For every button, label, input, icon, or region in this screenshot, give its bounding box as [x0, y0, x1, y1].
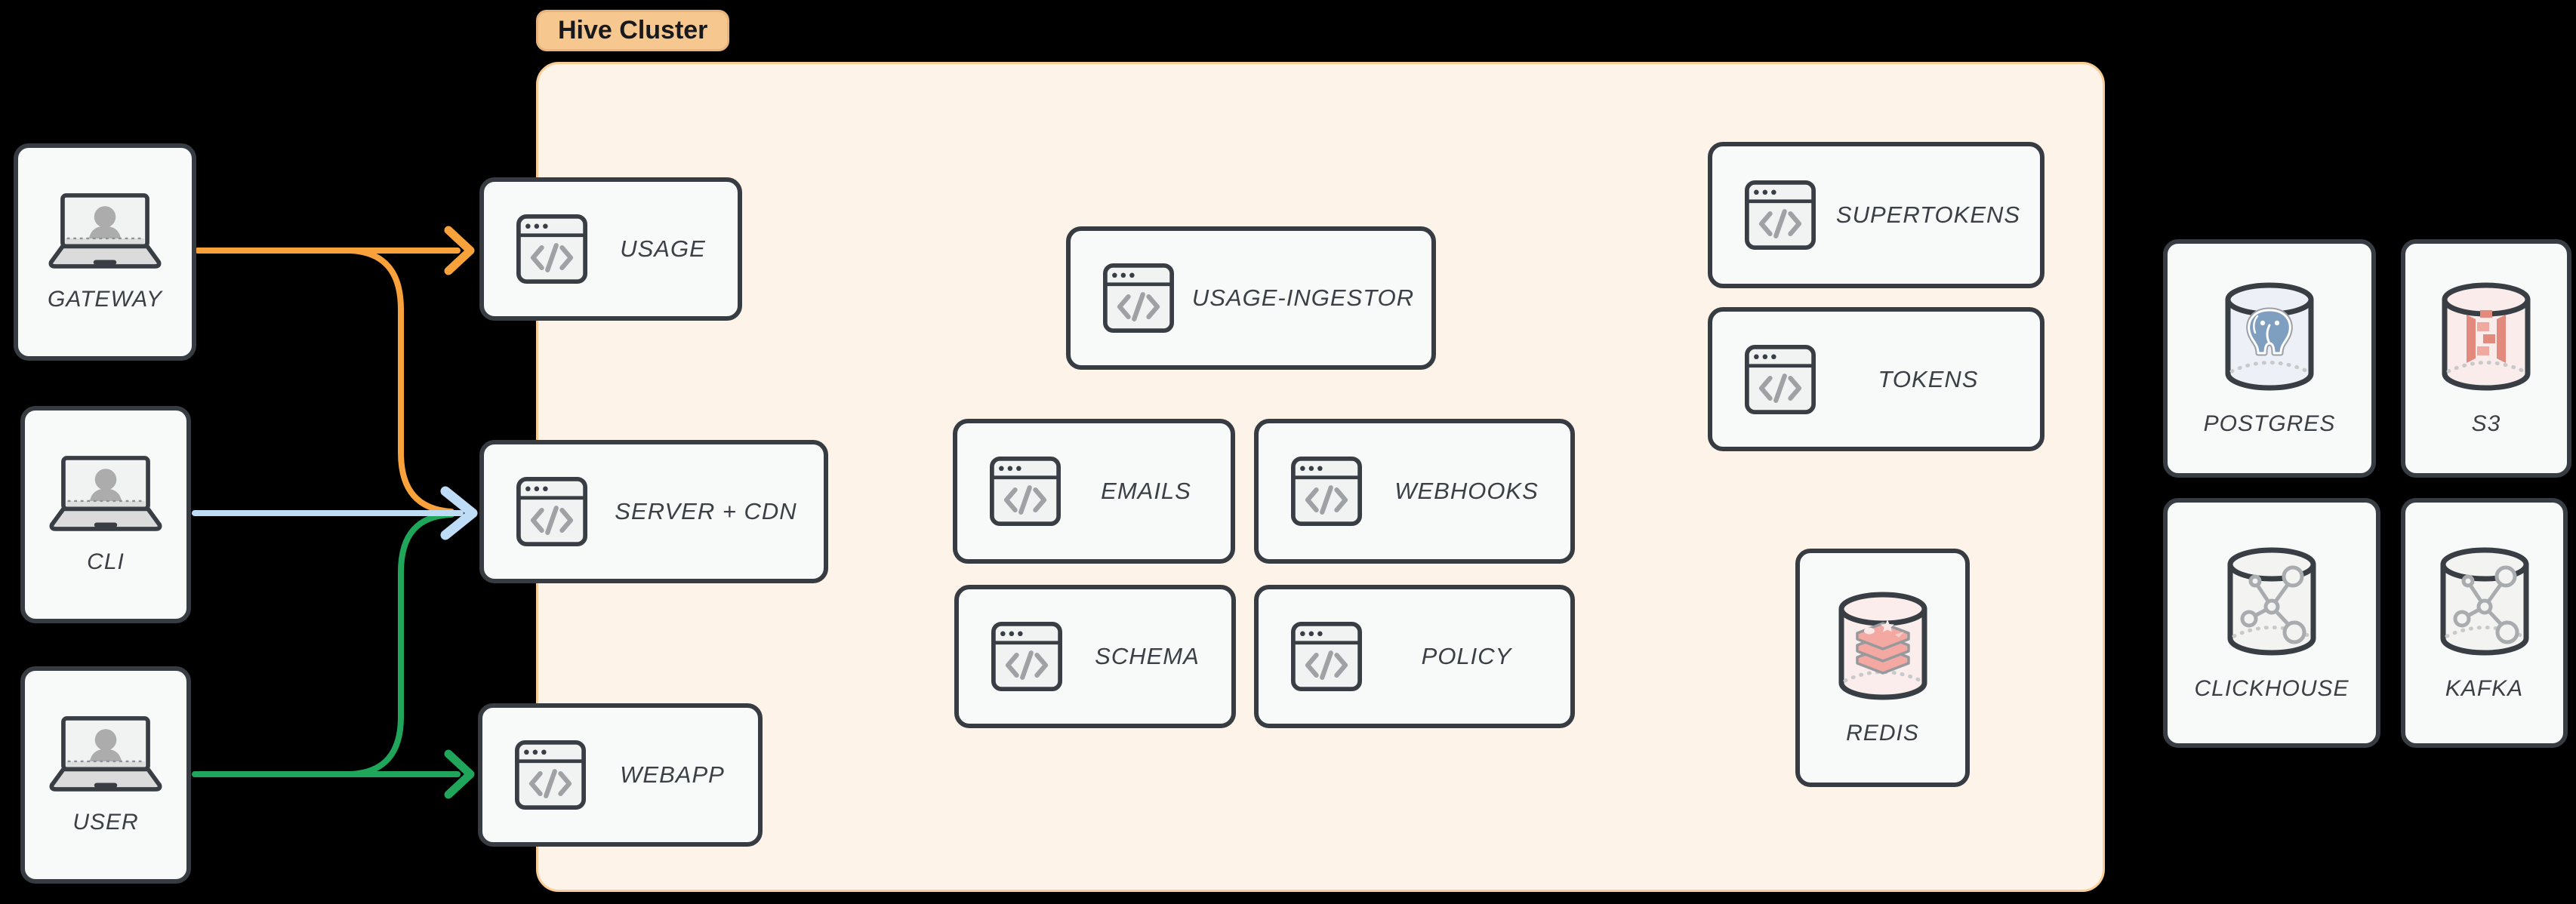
- code-window-icon: [1744, 180, 1816, 251]
- code-window-icon: [1744, 344, 1816, 415]
- node-user: USER: [20, 666, 191, 884]
- laptop-user-icon: [48, 455, 163, 531]
- postgres-database-icon: [2220, 280, 2319, 393]
- laptop-user-icon: [48, 192, 162, 269]
- node-emails: EMAILS: [953, 419, 1235, 564]
- node-label: CLICKHOUSE: [2194, 675, 2350, 701]
- node-label: KAFKA: [2445, 675, 2524, 701]
- node-label: CLI: [87, 549, 125, 574]
- code-window-icon: [1290, 621, 1363, 692]
- code-window-icon: [514, 739, 587, 810]
- s3-database-icon: [2436, 280, 2536, 393]
- node-kafka: KAFKA: [2401, 498, 2568, 748]
- code-window-icon: [989, 456, 1062, 527]
- node-label: WEBHOOKS: [1394, 478, 1539, 504]
- code-window-icon: [516, 476, 588, 547]
- node-schema: SCHEMA: [954, 585, 1236, 728]
- arrowhead-usage: [444, 226, 475, 275]
- node-label: REDIS: [1846, 721, 1919, 746]
- node-s3: S3: [2401, 239, 2571, 478]
- node-label: SERVER + CDN: [615, 498, 797, 524]
- node-label: SCHEMA: [1095, 643, 1200, 669]
- code-window-icon: [1102, 263, 1175, 334]
- node-label: POSTGRES: [2203, 411, 2336, 436]
- hive-cluster-label: Hive Cluster: [536, 10, 730, 51]
- node-label: POLICY: [1421, 643, 1512, 669]
- node-webapp: WEBAPP: [478, 703, 763, 847]
- node-tokens: TOKENS: [1708, 307, 2044, 451]
- node-postgres: POSTGRES: [2163, 239, 2376, 478]
- code-window-icon: [991, 621, 1063, 692]
- code-window-icon: [516, 214, 588, 284]
- node-gateway: GATEWAY: [14, 143, 196, 361]
- arrow-gateway-to-server-cdn: [347, 248, 454, 515]
- kafka-database-icon: [2435, 545, 2534, 658]
- clickhouse-database-icon: [2222, 545, 2322, 658]
- arrowhead-webapp: [444, 749, 475, 799]
- arrowhead-server-cdn: [440, 486, 478, 540]
- node-cli: CLI: [20, 406, 191, 623]
- node-label: USAGE-INGESTOR: [1191, 284, 1415, 311]
- arrow-user-to-server-cdn: [347, 512, 454, 777]
- node-webhooks: WEBHOOKS: [1254, 419, 1575, 564]
- node-label: S3: [2471, 411, 2501, 436]
- node-supertokens: SUPERTOKENS: [1708, 142, 2044, 288]
- node-label: USAGE: [620, 235, 706, 262]
- node-label: WEBAPP: [620, 761, 725, 788]
- node-label: TOKENS: [1878, 365, 1979, 392]
- node-label: EMAILS: [1101, 478, 1191, 504]
- node-server-cdn: SERVER + CDN: [479, 440, 828, 583]
- node-policy: POLICY: [1254, 585, 1575, 728]
- redis-database-icon: [1833, 589, 1933, 703]
- node-label: USER: [72, 809, 139, 835]
- node-label: SUPERTOKENS: [1835, 201, 2021, 228]
- laptop-user-icon: [48, 715, 163, 792]
- node-usage: USAGE: [479, 177, 742, 321]
- node-clickhouse: CLICKHOUSE: [2163, 498, 2380, 748]
- code-window-icon: [1290, 456, 1363, 527]
- node-usage-ingestor: USAGE-INGESTOR: [1066, 226, 1436, 370]
- node-redis: REDIS: [1795, 549, 1970, 787]
- node-label: GATEWAY: [47, 286, 163, 312]
